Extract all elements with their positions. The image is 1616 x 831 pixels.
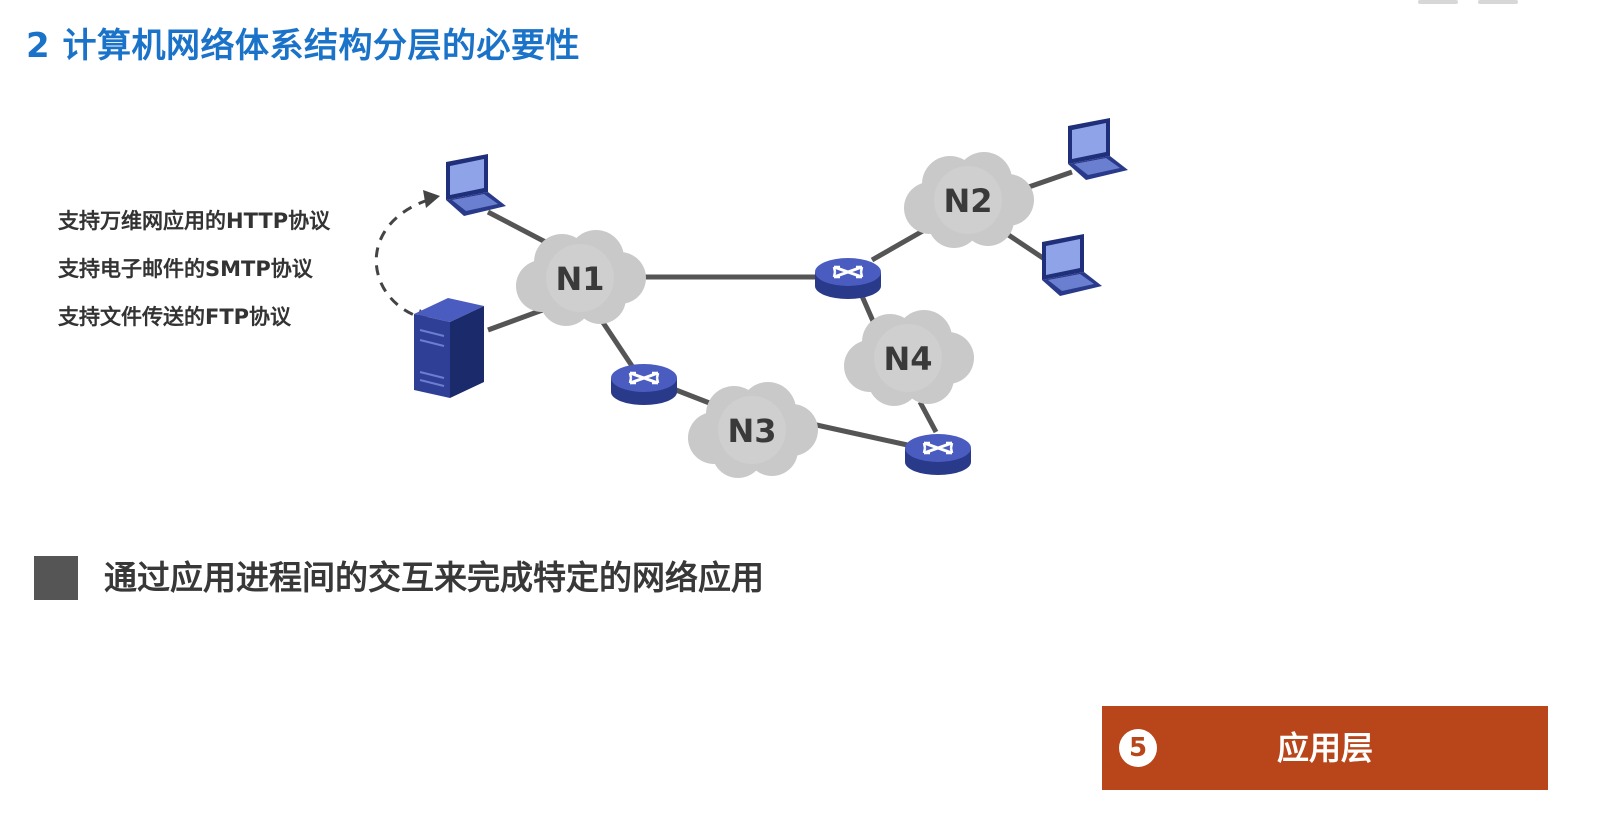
network-label-n4: N4 xyxy=(883,340,932,378)
bullet-square xyxy=(34,556,78,600)
protocol-smtp: 支持电子邮件的SMTP协议 xyxy=(58,257,313,281)
slide-title: 2 计算机网络体系结构分层的必要性 xyxy=(26,26,580,66)
laptop-icon xyxy=(446,154,506,216)
layer-banner: 应用层 5 xyxy=(1102,706,1548,790)
cloud-n2: N2 xyxy=(904,152,1034,248)
protocol-http: 支持万维网应用的HTTP协议 xyxy=(58,209,331,233)
cloud-n3: N3 xyxy=(688,382,818,478)
link-n3-router3 xyxy=(811,421,913,449)
router-icon xyxy=(813,256,883,301)
top-decoration-left xyxy=(1418,0,1458,4)
router-icon xyxy=(609,362,679,407)
router-icon xyxy=(903,432,973,477)
network-label-n1: N1 xyxy=(555,260,604,298)
layer-number-badge: 5 xyxy=(1119,729,1157,767)
laptop-icon xyxy=(1042,234,1102,296)
exchange-arrow xyxy=(374,198,429,320)
arrowhead-top xyxy=(423,190,440,208)
network-label-n3: N3 xyxy=(727,412,776,450)
server-icon xyxy=(414,298,484,398)
protocol-list: 支持万维网应用的HTTP协议 支持电子邮件的SMTP协议 支持文件传送的FTP协… xyxy=(58,206,330,350)
link-router1-n2 xyxy=(870,225,930,263)
link-n4-router3 xyxy=(917,400,939,434)
top-decoration-right xyxy=(1478,0,1518,4)
link-n1-router2 xyxy=(597,316,635,368)
protocol-ftp: 支持文件传送的FTP协议 xyxy=(58,305,292,329)
bullet-text: 通过应用进程间的交互来完成特定的网络应用 xyxy=(104,558,764,597)
link-router2-n3 xyxy=(675,387,713,407)
cloud-n4: N4 xyxy=(844,310,974,406)
cloud-n1: N1 xyxy=(516,230,646,326)
layer-name: 应用层 xyxy=(1276,729,1373,767)
network-label-n2: N2 xyxy=(943,182,992,220)
laptop-icon xyxy=(1068,118,1128,180)
